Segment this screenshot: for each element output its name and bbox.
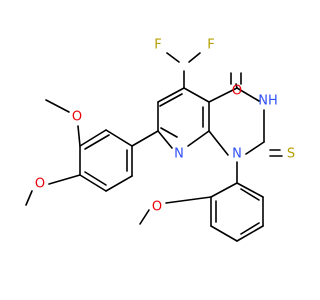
bond-line: [105, 129, 133, 147]
bond-line: [188, 52, 201, 63]
bond-line: [79, 174, 107, 192]
bond-line: [208, 130, 229, 156]
bond-line: [159, 93, 183, 107]
bond-line: [236, 225, 264, 242]
bond-line: [139, 209, 150, 225]
bond-layer: [25, 52, 283, 242]
bond-line: [77, 125, 81, 147]
bond-line: [165, 196, 212, 204]
bond-line: [25, 190, 33, 206]
n1-nitrogen-label: N: [232, 147, 242, 162]
bond-line: [157, 130, 173, 149]
bond-line: [79, 129, 107, 147]
bond-line: [245, 141, 265, 155]
fluorine-atom-label-2: F: [207, 38, 214, 53]
nh-atom-label: NH: [258, 94, 278, 109]
bond-line: [84, 171, 107, 186]
para-methoxy-oxygen-label: O: [35, 177, 45, 192]
bond-line: [166, 52, 180, 63]
bond-line: [187, 130, 210, 147]
bond-line: [240, 188, 260, 201]
bond-line: [84, 134, 110, 150]
bond-line: [157, 87, 185, 103]
pyridine-nitrogen-label: N: [174, 147, 184, 162]
bond-line: [45, 99, 70, 113]
bond-line: [105, 175, 133, 192]
bond-line: [236, 182, 264, 198]
molecule-structure: F F O NH N N S O O O: [25, 38, 295, 242]
bond-line: [210, 225, 238, 242]
ortho-methoxy-oxygen-label: O: [152, 200, 162, 215]
bond-line: [210, 182, 238, 198]
bond-line: [183, 87, 210, 103]
carbonyl-oxygen-label: O: [232, 84, 242, 99]
bond-line: [131, 130, 159, 147]
bond-line: [160, 127, 178, 138]
bond-line: [240, 222, 260, 235]
bond-line: [235, 83, 238, 89]
bond-line: [48, 174, 81, 185]
fluorine-atom-label-1: F: [154, 38, 161, 53]
meta-methoxy-oxygen-label: O: [72, 110, 82, 125]
bond-line: [208, 87, 238, 103]
bond-line: [236, 87, 260, 102]
atom-label-layer: F F O NH N N S O O O: [35, 38, 295, 215]
thione-sulfur-label: S: [287, 147, 295, 162]
